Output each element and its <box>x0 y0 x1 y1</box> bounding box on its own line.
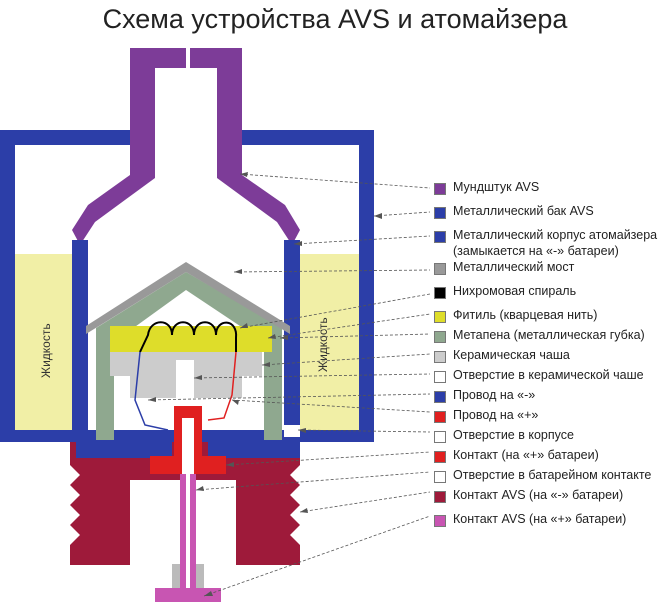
legend-swatch <box>434 207 446 219</box>
legend-item: Металлический мост <box>434 260 670 280</box>
legend-label: Отверстие в керамической чаше <box>453 368 644 382</box>
legend-item: Отверстие в корпусе <box>434 428 670 448</box>
wick <box>110 326 272 352</box>
legend-item: Керамическая чаша <box>434 348 670 368</box>
legend-item: Контакт AVS (на «+» батареи) <box>434 512 670 532</box>
legend-label: Керамическая чаша <box>453 348 570 362</box>
legend-swatch <box>434 515 446 527</box>
legend-item: Отверстие в керамической чаше <box>434 368 670 388</box>
legend-item: Отверстие в батарейном контакте <box>434 468 670 488</box>
legend-label: Металлический бак AVS <box>453 204 594 218</box>
diagram-title: Схема устройства AVS и атомайзера <box>102 4 568 34</box>
legend-item: Мундштук AVS <box>434 180 670 200</box>
legend-swatch <box>434 471 446 483</box>
avs-pin-insulator-left <box>172 564 180 588</box>
liquid-left <box>14 254 76 438</box>
legend-swatch <box>434 491 446 503</box>
legend-label: Отверстие в корпусе <box>453 428 574 442</box>
avs-contact-body <box>70 438 300 565</box>
legend-label: Металлический мост <box>453 260 575 274</box>
atomizer-housing-left <box>72 240 88 440</box>
legend-swatch <box>434 331 446 343</box>
liquid-label-right: Жидкость <box>316 317 330 372</box>
atomizer-housing-bottom-left <box>76 440 172 458</box>
legend-swatch <box>434 391 446 403</box>
legend-label: Металлический корпус атомайзера <box>453 228 658 242</box>
legend-swatch <box>434 311 446 323</box>
positive-contact-hole <box>182 418 194 474</box>
wire-positive <box>207 351 237 421</box>
legend-swatch <box>434 351 446 363</box>
legend-item: Контакт AVS (на «-» батареи) <box>434 488 670 508</box>
avs-pin-base <box>155 588 221 602</box>
legend-item: Контакт (на «+» батареи) <box>434 448 670 468</box>
legend-label: Отверстие в батарейном контакте <box>453 468 652 482</box>
legend-label: Фитиль (кварцевая нить) <box>453 308 598 322</box>
legend-label: Мундштук AVS <box>453 180 540 194</box>
legend-swatch <box>434 451 446 463</box>
mouthpiece-right <box>190 48 300 245</box>
legend-swatch <box>434 231 446 243</box>
mouthpiece-left <box>72 48 186 245</box>
legend-swatch <box>434 287 446 299</box>
legend-item: Фитиль (кварцевая нить) <box>434 308 670 328</box>
legend-item: Метапена (металлическая губка) <box>434 328 670 348</box>
legend-item: Металлический бак AVS <box>434 204 670 224</box>
atomizer-housing-right <box>284 240 300 425</box>
metal-mesh <box>96 272 282 440</box>
legend-swatch <box>434 263 446 275</box>
battery-contact-hole <box>186 474 190 588</box>
legend-item: Провод на «-» <box>434 388 670 408</box>
legend-item: Провод на «+» <box>434 408 670 428</box>
legend-item: Металлический корпус атомайзера (замыкает… <box>434 228 670 262</box>
legend-label: Нихромовая спираль <box>453 284 577 298</box>
nichrome-coil <box>139 321 238 353</box>
leader-arrowheads <box>148 172 382 596</box>
legend-label: Контакт AVS (на «+» батареи) <box>453 512 627 526</box>
ceramic-bowl-hole <box>176 360 194 398</box>
legend-swatch <box>434 431 446 443</box>
liquid-label-left: Жидкость <box>39 323 53 378</box>
legend-label: Провод на «-» <box>453 388 536 402</box>
legend-label-line2: (замыкается на «-» батареи) <box>453 244 619 258</box>
avs-pin-insulator-right <box>196 564 204 588</box>
legend-swatch <box>434 411 446 423</box>
legend-item: Нихромовая спираль <box>434 284 670 304</box>
legend-label: Метапена (металлическая губка) <box>453 328 645 342</box>
metal-tank-right <box>231 130 374 438</box>
legend-swatch <box>434 183 446 195</box>
legend-label: Провод на «+» <box>453 408 539 422</box>
atomizer-housing-bottom-right <box>208 440 300 458</box>
leader-lines <box>147 173 431 597</box>
housing-hole <box>284 425 300 437</box>
legend-label: Контакт AVS (на «-» батареи) <box>453 488 624 502</box>
legend-label: Контакт (на «+» батареи) <box>453 448 599 462</box>
wire-negative <box>134 351 169 431</box>
legend-swatch <box>434 371 446 383</box>
